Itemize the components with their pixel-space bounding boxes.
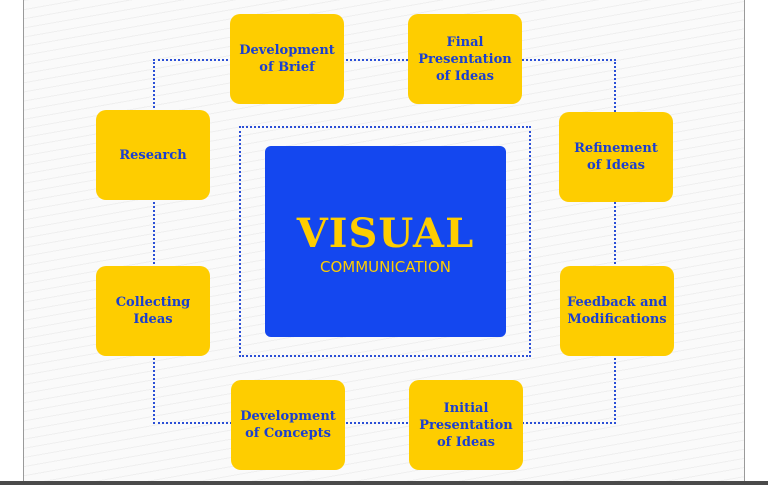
node-label: Refinement of Ideas [574, 141, 658, 173]
node-label: Development of Brief [239, 43, 335, 75]
bottom-border [0, 481, 768, 485]
center-title: VISUAL [296, 209, 475, 257]
center-outline [239, 126, 531, 357]
node-collecting-ideas: Collecting Ideas [96, 266, 210, 356]
node-final-presentation: Final Presentation of Ideas [408, 14, 522, 104]
node-label: Development of Concepts [240, 409, 336, 441]
node-label: Final Presentation of Ideas [418, 34, 512, 84]
node-feedback: Feedback and Modifications [560, 266, 674, 356]
node-label: Initial Presentation of Ideas [419, 400, 513, 450]
node-label: Collecting Ideas [115, 295, 191, 327]
node-development-of-brief: Development of Brief [230, 14, 344, 104]
node-development-of-concepts: Development of Concepts [231, 380, 345, 470]
node-label: Research [119, 147, 187, 163]
node-initial-presentation: Initial Presentation of Ideas [409, 380, 523, 470]
center-box: VISUAL COMMUNICATION [265, 146, 506, 337]
node-research: Research [96, 110, 210, 200]
center-subtitle: COMMUNICATION [320, 257, 451, 276]
node-refinement: Refinement of Ideas [559, 112, 673, 202]
node-label: Feedback and Modifications [566, 295, 668, 327]
cycle-connector [153, 59, 616, 424]
